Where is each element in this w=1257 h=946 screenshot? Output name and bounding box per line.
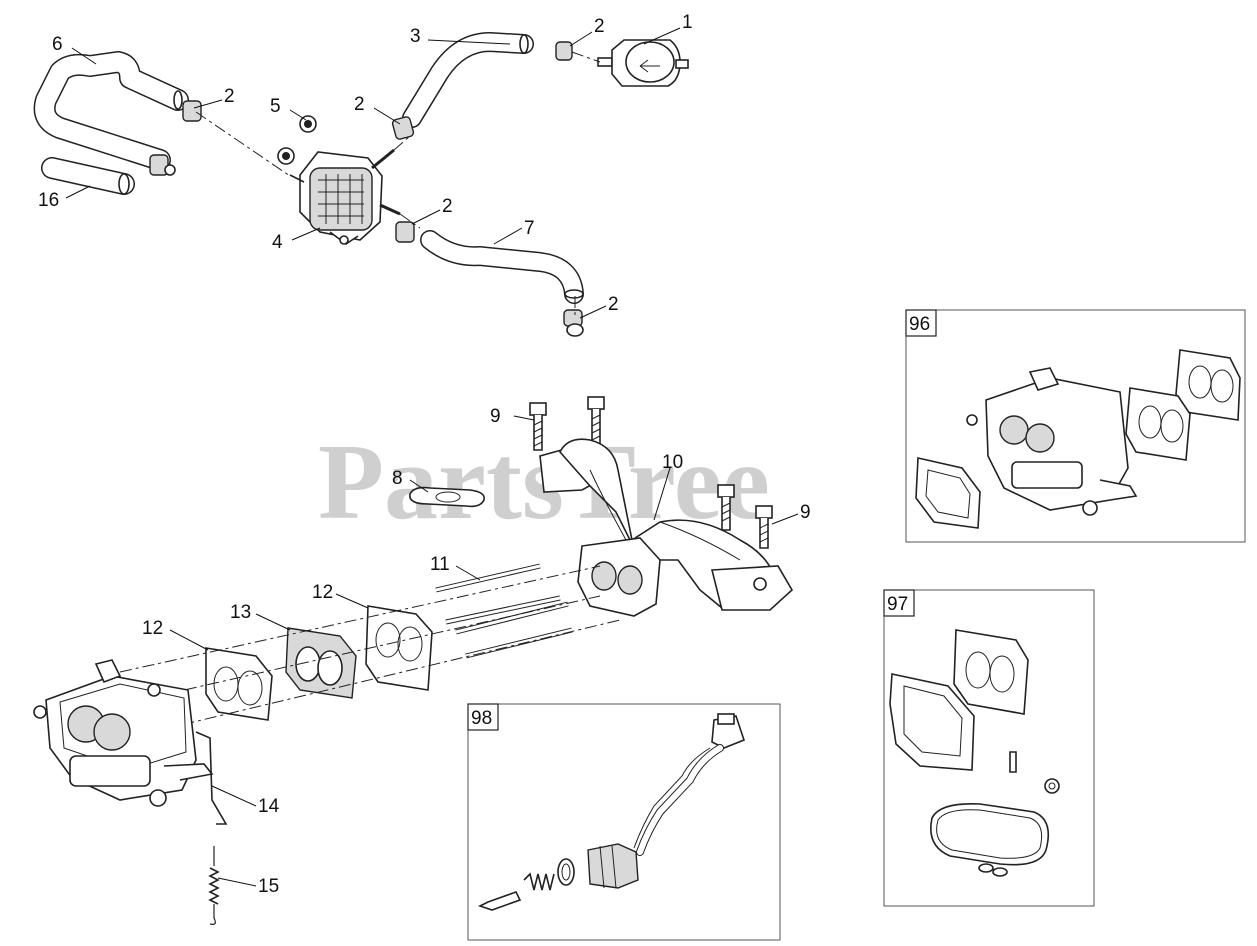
callout-8[interactable]: 8	[392, 468, 403, 489]
kit-box-97[interactable]: 97	[883, 589, 1095, 907]
callout-labels: 1 2 2 2 2 2 3 4 5 6 7 8 9 9 10 11 12 12 …	[38, 12, 811, 897]
callout-6[interactable]: 6	[52, 34, 63, 55]
kit-box-96[interactable]: 96	[905, 309, 1246, 543]
callout-12[interactable]: 12	[142, 618, 163, 639]
part-gasket-12a[interactable]	[205, 647, 273, 721]
part-clamp-2a[interactable]	[149, 100, 202, 176]
part-bolt-9a[interactable]	[529, 396, 605, 451]
part-clamp-2c[interactable]	[395, 221, 584, 337]
part-gasket-8[interactable]	[409, 486, 486, 508]
part-linkage-14[interactable]	[195, 731, 228, 825]
kit-label-98: 98	[471, 708, 492, 729]
part-fuel-filter-1[interactable]	[597, 39, 689, 87]
part-gasket-12b[interactable]	[365, 605, 433, 691]
kit-label-97: 97	[887, 594, 908, 615]
callout-15[interactable]: 15	[258, 876, 279, 897]
callout-9[interactable]: 9	[800, 502, 811, 523]
callout-16[interactable]: 16	[38, 190, 59, 211]
part-spring-15[interactable]	[208, 846, 220, 925]
part-carburetor-main[interactable]	[33, 659, 214, 807]
callout-2[interactable]: 2	[224, 86, 235, 107]
callout-14[interactable]: 14	[258, 796, 280, 817]
kit-box-98[interactable]: 98	[467, 703, 781, 941]
part-bolt-9b[interactable]	[717, 484, 773, 549]
part-fuel-hose-7[interactable]	[420, 230, 584, 304]
callout-12[interactable]: 12	[312, 582, 333, 603]
part-intake-manifold-10[interactable]	[539, 438, 794, 617]
part-stud-11[interactable]	[435, 563, 573, 659]
part-fuel-pump-4[interactable]	[289, 148, 401, 245]
part-fuel-hose-6[interactable]	[33, 51, 189, 171]
callout-3[interactable]: 3	[410, 26, 421, 47]
callout-10[interactable]: 10	[662, 452, 683, 473]
callout-2[interactable]: 2	[354, 94, 365, 115]
callout-2[interactable]: 2	[608, 294, 619, 315]
callout-5[interactable]: 5	[270, 96, 281, 117]
callout-9[interactable]: 9	[490, 406, 501, 427]
part-fuel-hose-3[interactable]	[402, 31, 534, 128]
leader-lines	[65, 27, 799, 887]
callout-2[interactable]: 2	[442, 196, 453, 217]
part-spacer-13[interactable]	[285, 627, 357, 699]
callout-2[interactable]: 2	[594, 16, 605, 37]
part-screw-5[interactable]	[277, 115, 317, 165]
kit-label-96: 96	[909, 314, 930, 335]
assembly-centerlines-fuel	[195, 51, 601, 316]
callout-7[interactable]: 7	[524, 218, 535, 239]
part-hose-16[interactable]	[41, 157, 135, 195]
part-clamp-2b[interactable]	[391, 41, 573, 140]
assembly-centerlines-intake	[119, 565, 621, 731]
callout-4[interactable]: 4	[272, 232, 283, 253]
callout-13[interactable]: 13	[230, 602, 251, 623]
callout-11[interactable]: 11	[430, 554, 450, 575]
callout-1[interactable]: 1	[682, 12, 693, 33]
